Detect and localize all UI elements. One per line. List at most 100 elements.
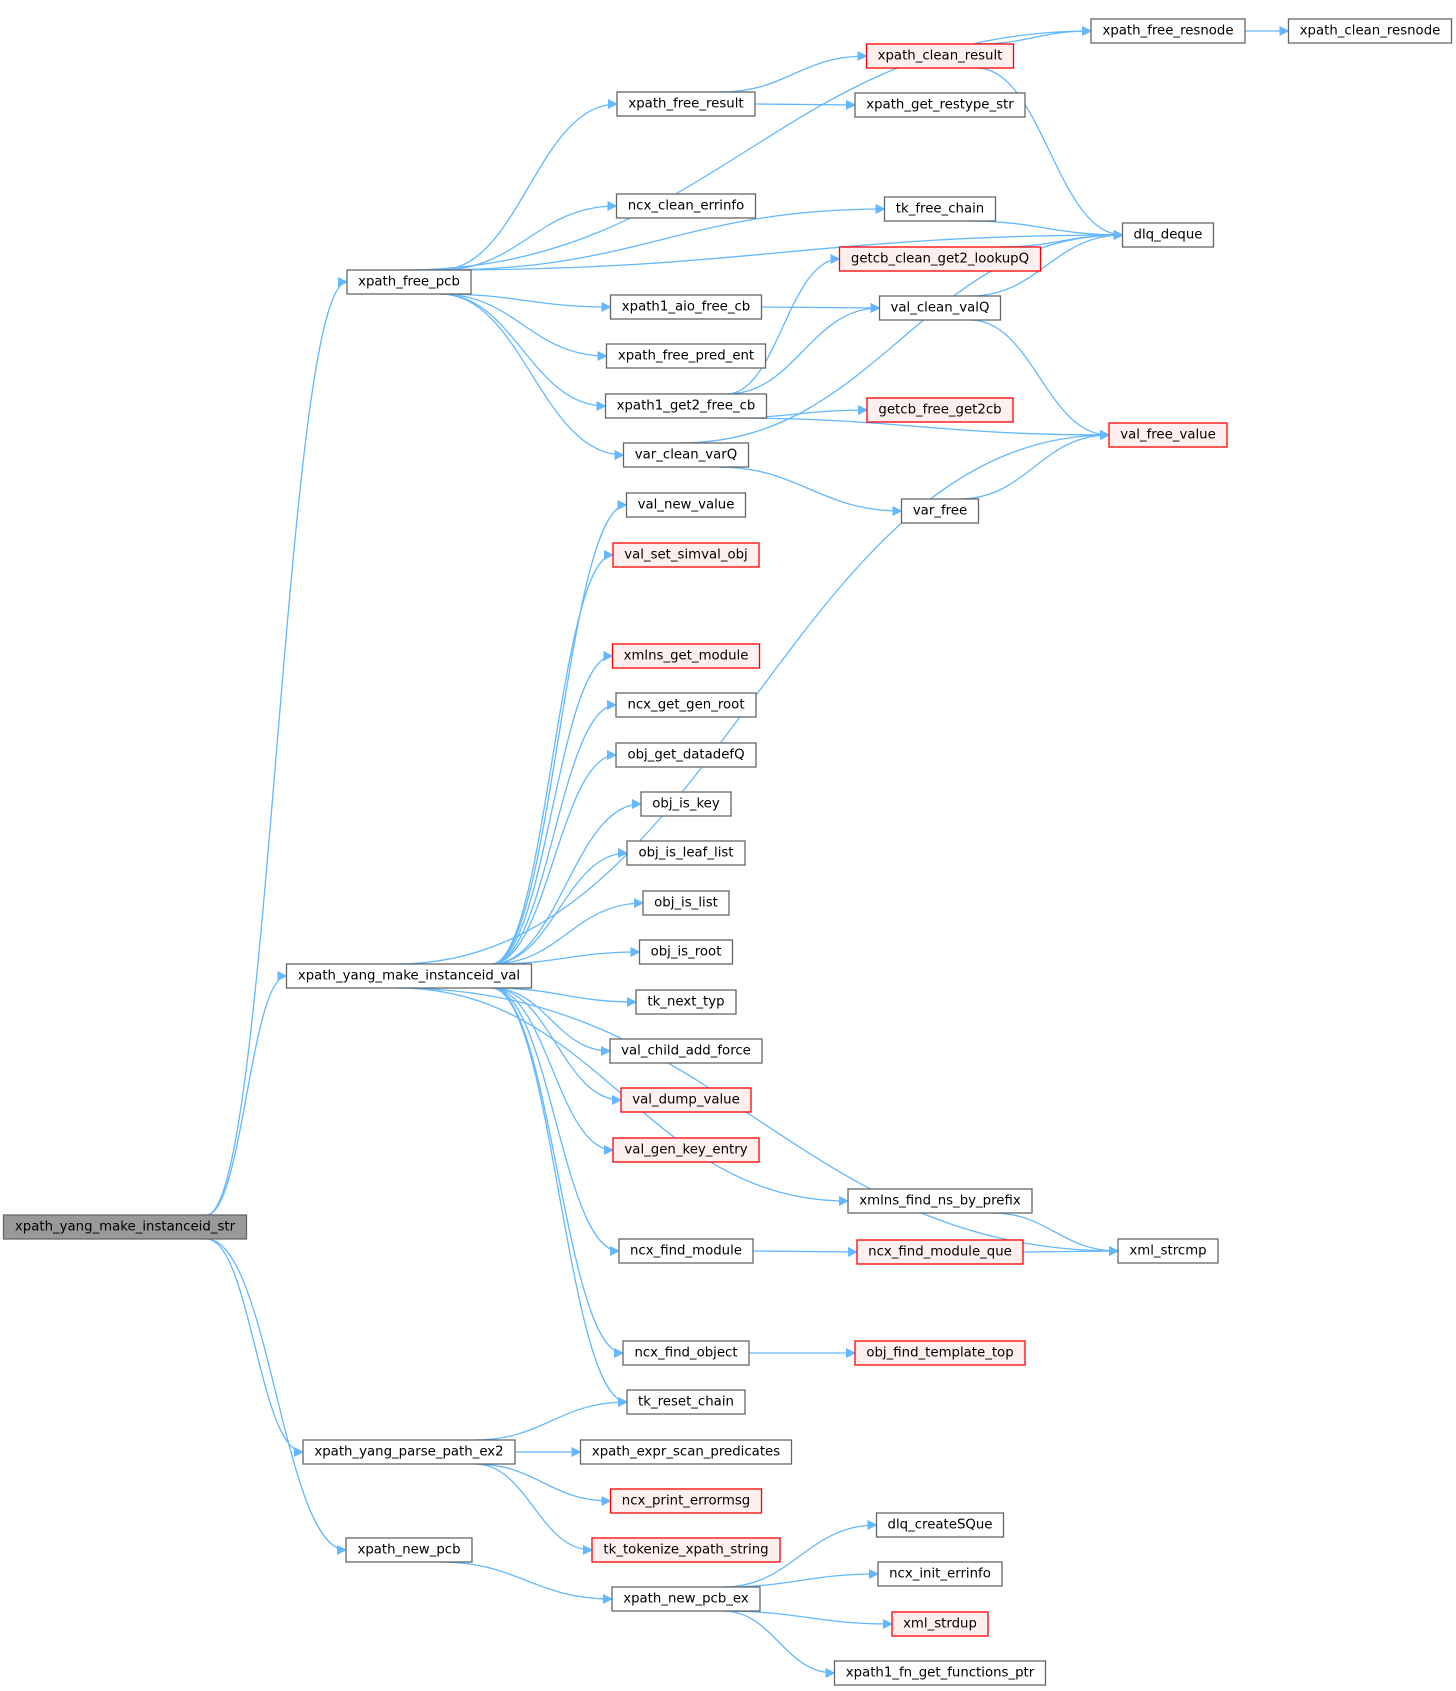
node-clean-errinfo[interactable]: ncx_clean_errinfo <box>615 193 757 219</box>
node-box <box>2 1214 248 1240</box>
node-free-pcb[interactable]: xpath_free_pcb <box>346 269 472 295</box>
node-parse-ex2[interactable]: xpath_yang_parse_path_ex2 <box>302 1439 516 1465</box>
edge-aio-free-cb-to-val-clean-valQ <box>761 302 881 313</box>
node-box <box>622 1340 750 1366</box>
node-label: ncx_find_module <box>630 1244 742 1259</box>
edge-var-free-to-val-free-value <box>959 430 1110 500</box>
edge-root-to-make-val <box>206 971 288 1216</box>
node-box <box>605 343 767 369</box>
node-obj-is-root[interactable]: obj_is_root <box>638 939 734 965</box>
node-clean-resnode[interactable]: xpath_clean_resnode <box>1287 18 1453 44</box>
node-get2-free-cb[interactable]: xpath1_get2_free_cb <box>604 393 768 419</box>
edge-make-val-to-val-child-add-force <box>491 987 611 1056</box>
edge-make-val-to-xmlns-get-module <box>491 651 614 965</box>
node-val-dump-value[interactable]: val_dump_value <box>620 1087 752 1113</box>
node-ncx-init-errinfo[interactable]: ncx_init_errinfo <box>877 1561 1003 1587</box>
node-label: ncx_print_errormsg <box>622 1494 750 1509</box>
node-ncx-get-gen-root[interactable]: ncx_get_gen_root <box>615 692 757 718</box>
node-dlq-deque[interactable]: dlq_deque <box>1121 222 1215 248</box>
edge-make-val-to-ncx-get-gen-root <box>491 700 617 965</box>
node-ncx-find-object[interactable]: ncx_find_object <box>622 1340 750 1366</box>
node-val-gen-key-entry[interactable]: val_gen_key_entry <box>612 1137 760 1163</box>
node-get2-lookupQ[interactable]: getcb_clean_get2_lookupQ <box>838 246 1042 272</box>
node-label: xpath1_aio_free_cb <box>622 300 750 315</box>
node-label: xpath_clean_resnode <box>1300 24 1441 39</box>
node-box <box>285 963 533 989</box>
node-label: xpath_free_pred_ent <box>618 349 754 364</box>
node-box <box>625 492 747 518</box>
node-box <box>345 1537 473 1563</box>
edge-xmlns-find-ns-to-xml-strcmp <box>991 1212 1119 1256</box>
node-xml-strdup[interactable]: xml_strdup <box>891 1611 989 1637</box>
node-find-template-top[interactable]: obj_find_template_top <box>854 1340 1026 1366</box>
node-root[interactable]: xpath_yang_make_instanceid_str <box>2 1214 248 1240</box>
node-box <box>642 890 730 916</box>
node-tk-next-typ[interactable]: tk_next_typ <box>635 989 737 1015</box>
edge-make-val-to-ncx-find-object <box>491 987 624 1358</box>
node-label: ncx_clean_errinfo <box>628 199 744 214</box>
node-clean-result[interactable]: xpath_clean_result <box>865 43 1015 69</box>
node-make-val[interactable]: xpath_yang_make_instanceid_val <box>285 963 533 989</box>
node-tk-tokenize-xpath-string[interactable]: tk_tokenize_xpath_string <box>591 1537 781 1563</box>
node-fn-get-functions-ptr[interactable]: xpath1_fn_get_functions_ptr <box>833 1660 1047 1686</box>
edge-make-val-to-obj-is-key <box>491 799 642 965</box>
node-val-child-add-force[interactable]: val_child_add_force <box>609 1038 763 1064</box>
node-box <box>854 92 1026 118</box>
node-free-resnode[interactable]: xpath_free_resnode <box>1090 18 1246 44</box>
node-val-set-simval-obj[interactable]: val_set_simval_obj <box>612 542 760 568</box>
node-free-get2cb[interactable]: getcb_free_get2cb <box>866 397 1014 423</box>
edge-ncx-find-module-to-find-module-que <box>752 1246 858 1257</box>
node-xmlns-get-module[interactable]: xmlns_get_module <box>611 643 761 669</box>
node-xmlns-find-ns[interactable]: xmlns_find_ns_by_prefix <box>847 1188 1033 1214</box>
node-ncx-find-module[interactable]: ncx_find_module <box>618 1238 754 1264</box>
node-val-new-value[interactable]: val_new_value <box>625 492 747 518</box>
edge-make-val-to-val-gen-key-entry <box>491 987 614 1155</box>
node-label: tk_tokenize_xpath_string <box>603 1543 768 1558</box>
node-label: xpath_clean_result <box>878 49 1003 64</box>
node-xml-strcmp[interactable]: xml_strcmp <box>1117 1238 1219 1264</box>
edge-make-val-to-obj-is-list <box>491 898 644 965</box>
node-box <box>1090 18 1246 44</box>
edge-new-pcb-ex-to-dlq-createSQue <box>722 1520 878 1588</box>
node-obj-is-list[interactable]: obj_is_list <box>642 890 730 916</box>
node-box <box>604 393 768 419</box>
node-free-pred-ent[interactable]: xpath_free_pred_ent <box>605 343 767 369</box>
node-val-free-value[interactable]: val_free_value <box>1108 422 1228 448</box>
node-box <box>620 1087 752 1113</box>
edge-free-result-to-get-restype-str <box>754 99 856 110</box>
node-tk-free-chain[interactable]: tk_free_chain <box>883 196 997 222</box>
node-label: obj_is_root <box>651 945 722 960</box>
node-find-module-que[interactable]: ncx_find_module_que <box>856 1239 1024 1265</box>
node-new-pcb[interactable]: xpath_new_pcb <box>345 1537 473 1563</box>
edge-free-pcb-to-free-pred-ent <box>439 293 608 361</box>
node-var-clean-varQ[interactable]: var_clean_varQ <box>622 442 750 468</box>
node-aio-free-cb[interactable]: xpath1_aio_free_cb <box>609 294 763 320</box>
node-val-clean-valQ[interactable]: val_clean_valQ <box>878 295 1002 321</box>
node-get-restype-str[interactable]: xpath_get_restype_str <box>854 92 1026 118</box>
node-new-pcb-ex[interactable]: xpath_new_pcb_ex <box>611 1586 761 1612</box>
node-box <box>891 1611 989 1637</box>
node-label: xpath_new_pcb <box>357 1543 460 1558</box>
node-expr-scan-predicates[interactable]: xpath_expr_scan_predicates <box>579 1439 793 1465</box>
node-label: tk_next_typ <box>647 995 724 1010</box>
node-var-free[interactable]: var_free <box>900 498 980 524</box>
node-label: obj_get_datadefQ <box>627 748 744 763</box>
node-obj-is-key[interactable]: obj_is_key <box>640 791 732 817</box>
edge-var-clean-varQ-to-var-free <box>717 466 903 516</box>
edge-parse-ex2-to-ncx-print-errormsg <box>474 1463 612 1506</box>
node-obj-get-datadefQ[interactable]: obj_get_datadefQ <box>615 742 757 768</box>
edge-tk-free-chain-to-dlq-deque <box>967 220 1124 240</box>
node-label: tk_reset_chain <box>638 1395 734 1410</box>
node-label: xpath_free_result <box>628 97 743 112</box>
node-dlq-createSQue[interactable]: dlq_createSQue <box>875 1512 1005 1538</box>
node-obj-is-leaf-list[interactable]: obj_is_leaf_list <box>626 840 746 866</box>
edge-make-val-to-obj-is-leaf-list <box>491 848 628 965</box>
node-box <box>591 1537 781 1563</box>
node-tk-reset-chain[interactable]: tk_reset_chain <box>626 1389 746 1415</box>
node-box <box>1108 422 1228 448</box>
edge-free-pcb-to-aio-free-cb <box>439 293 612 312</box>
node-free-result[interactable]: xpath_free_result <box>616 91 756 117</box>
node-box <box>635 989 737 1015</box>
edge-clean-result-to-free-resnode <box>976 26 1092 45</box>
node-ncx-print-errormsg[interactable]: ncx_print_errormsg <box>609 1488 763 1514</box>
